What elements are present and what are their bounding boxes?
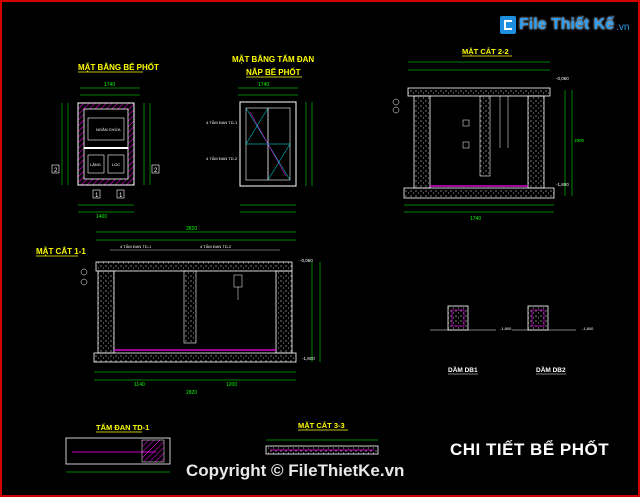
- cover-plan-view: MẶT BẰNG TẤM ĐAN NẮP BỂ PHỐT 1740 4 TẤM …: [206, 54, 314, 213]
- plan-dim-bottom: 1400: [96, 214, 107, 220]
- logo-suffix: .vn: [616, 21, 630, 33]
- sec1-right-wall: [275, 270, 293, 354]
- sec2-dim-bottom: 1740: [470, 216, 481, 222]
- sec1-left-wall: [97, 270, 115, 354]
- svg-text:NGĂN CHỨA: NGĂN CHỨA: [96, 127, 121, 132]
- sec1-level-bottom: -1,800: [302, 356, 315, 361]
- drawing-title: CHI TIẾT BỂ PHỐT: [450, 440, 610, 459]
- cover-title-2: NẮP BỂ PHỐT: [246, 67, 301, 77]
- svg-text:LỌC: LỌC: [112, 162, 120, 167]
- plan-view: MẶT BẰNG BỂ PHỐT 1740 NGĂN CHỨA LẮNG LỌC…: [51, 62, 160, 220]
- td1-outline: [65, 437, 171, 465]
- svg-text:-1,800: -1,800: [582, 326, 594, 331]
- sec1-level-top: -0,050: [300, 258, 313, 263]
- svg-text:4 TẤM ĐAN TD-1: 4 TẤM ĐAN TD-1: [206, 120, 238, 125]
- cover-outline: [239, 101, 297, 187]
- sec2-left-wall: [413, 95, 431, 189]
- section-2-2-title: MẶT CẮT 2-2: [462, 47, 509, 56]
- svg-text:2: 2: [54, 168, 58, 174]
- section-1-1-title: MẶT CẮT 1-1: [36, 247, 86, 256]
- sec2-dim-height: 1900: [574, 138, 585, 143]
- logo-text: File Thiết Kế: [519, 16, 615, 33]
- svg-text:4 TẤM ĐAN TD-2: 4 TẤM ĐAN TD-2: [200, 244, 232, 249]
- sec2-level-bottom: -1,800: [556, 182, 569, 187]
- sec1-dim-a: 1140: [134, 382, 145, 388]
- td1-title: TẤM ĐAN TD-1: [96, 422, 149, 432]
- db1-section: [447, 305, 469, 331]
- svg-text:2: 2: [154, 168, 158, 174]
- svg-text:4 TẤM ĐAN TD-2: 4 TẤM ĐAN TD-2: [206, 156, 238, 161]
- frame-top: [0, 0, 640, 2]
- site-logo: File Thiết Kế .vn: [500, 12, 629, 38]
- db1-title: DẦM DB1: [448, 364, 478, 374]
- svg-text:1: 1: [119, 193, 123, 199]
- frame-bottom: [0, 495, 640, 497]
- frame-left: [0, 0, 2, 497]
- svg-text:2820: 2820: [186, 226, 197, 232]
- svg-text:-1,800: -1,800: [500, 326, 512, 331]
- section-3-3-title: MẶT CẮT 3-3: [298, 421, 345, 430]
- sec1-dim-b: 1200: [226, 382, 237, 388]
- plan-title: MẶT BẰNG BỂ PHỐT: [78, 62, 159, 72]
- section-2-2-view: MẶT CẮT 2-2 -0,050 -1,800 1900 1740: [392, 47, 585, 222]
- plan-dim-top: 1740: [104, 82, 115, 88]
- section-1-1-view: MẶT CẮT 1-1 2820 4 TẤM ĐAN TD-1 4 TẤM ĐA…: [36, 226, 321, 396]
- copyright-watermark: Copyright © FileThietKe.vn: [186, 461, 405, 480]
- cover-dim: 1740: [258, 82, 269, 88]
- beam-details: -1,800 DẦM DB1 -1,800 DẦM DB2: [430, 305, 594, 375]
- section-3-3-view: MẶT CẮT 3-3: [265, 421, 379, 455]
- sec2-level-top: -0,050: [556, 76, 569, 81]
- svg-text:4 TẤM ĐAN TD-1: 4 TẤM ĐAN TD-1: [120, 244, 152, 249]
- logo-icon: [500, 16, 516, 34]
- frame-right: [638, 0, 640, 497]
- db2-title: DẦM DB2: [536, 364, 566, 374]
- svg-text:1: 1: [95, 193, 99, 199]
- cover-title-1: MẶT BẰNG TẤM ĐAN: [232, 54, 314, 64]
- slab-td1-view: TẤM ĐAN TD-1: [65, 422, 171, 473]
- svg-text:LẮNG: LẮNG: [90, 162, 101, 167]
- db2-section: [527, 305, 549, 331]
- sec1-dim-total: 2820: [186, 390, 197, 396]
- sec2-right-wall: [527, 95, 545, 189]
